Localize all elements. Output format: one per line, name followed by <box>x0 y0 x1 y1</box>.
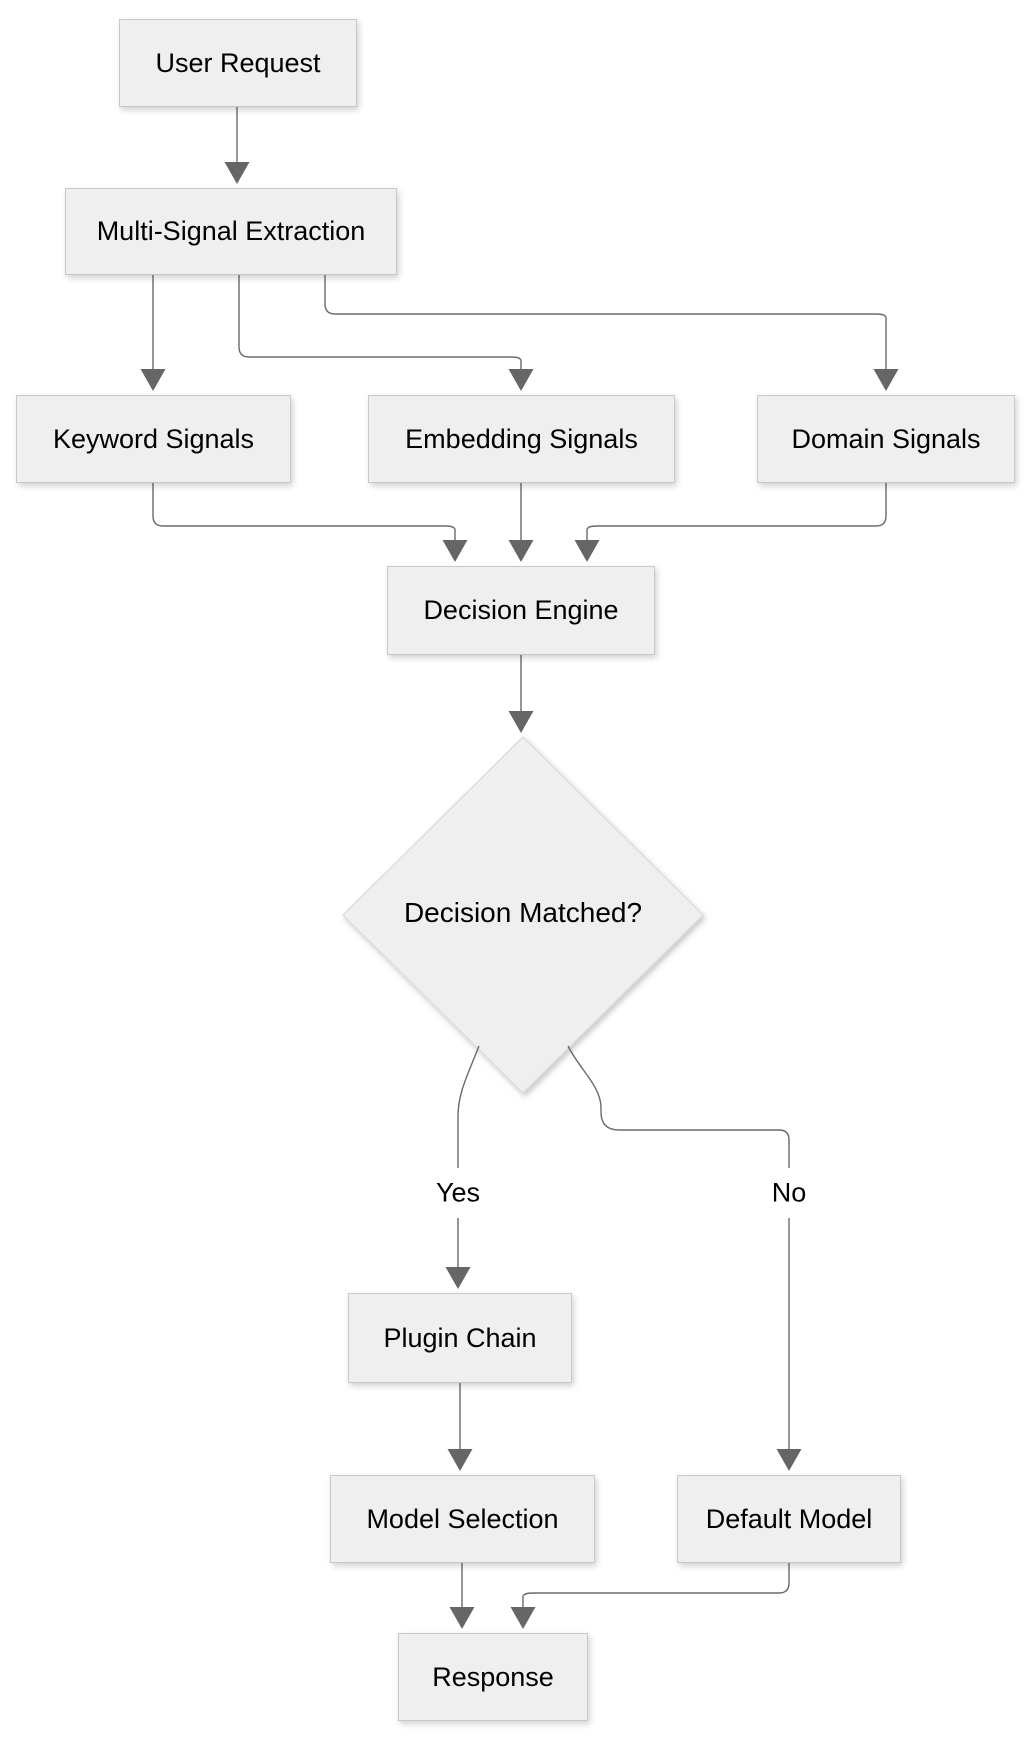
node-model-selection: Model Selection <box>330 1475 595 1563</box>
node-multi-signal-extraction: Multi-Signal Extraction <box>65 188 397 275</box>
node-domain-signals: Domain Signals <box>757 395 1015 483</box>
edge-multi-signal-to-embedding <box>238 275 534 391</box>
edge-label-yes: Yes <box>429 1175 487 1211</box>
edge-domain-to-decision-engine <box>574 483 887 562</box>
node-response: Response <box>398 1633 588 1721</box>
node-embedding-signals: Embedding Signals <box>368 395 675 483</box>
edge-multi-signal-to-domain <box>324 275 899 391</box>
edge-keyword-to-decision-engine <box>152 483 468 562</box>
edge-label-no: No <box>765 1175 813 1211</box>
node-plugin-chain: Plugin Chain <box>348 1293 572 1383</box>
node-keyword-signals: Keyword Signals <box>16 395 291 483</box>
edge-default-model-to-response <box>510 1563 790 1629</box>
edge-diamond-yes-upper <box>457 1045 480 1168</box>
node-decision-engine: Decision Engine <box>387 566 655 655</box>
node-decision-matched-label: Decision Matched? <box>403 897 643 928</box>
node-user-request: User Request <box>119 19 357 107</box>
decision-matched-diamond-shape <box>342 736 704 1094</box>
node-default-model: Default Model <box>677 1475 901 1563</box>
edge-diamond-no-upper <box>567 1045 790 1168</box>
